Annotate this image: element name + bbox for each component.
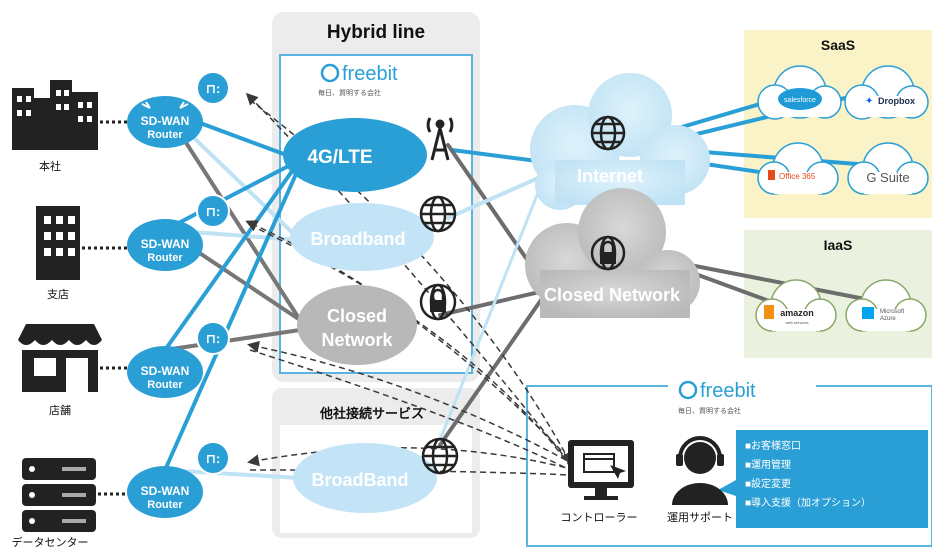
site-store: 店舗: [18, 324, 128, 417]
other-title: 他社接続サービス: [319, 406, 424, 421]
site-label: 支店: [47, 287, 69, 301]
router-branch: SD-WAN Router ⊓:: [127, 194, 230, 271]
globe-icon: [421, 437, 459, 475]
site-hq: 本社: [12, 80, 128, 173]
svg-text:web services: web services: [785, 320, 808, 325]
hybrid-title: Hybrid line: [327, 22, 425, 43]
store-icon: [18, 324, 102, 392]
controller-label: コントローラー: [561, 512, 638, 524]
site-datacenter: データセンター: [12, 458, 128, 549]
site-branch: 支店: [36, 206, 128, 301]
svg-text:毎日、質明する会社: 毎日、質明する会社: [678, 406, 741, 415]
svg-text:SD-WAN: SD-WAN: [141, 364, 190, 378]
svg-text:Microsoft: Microsoft: [880, 309, 905, 315]
lte-label: 4G/LTE: [307, 147, 372, 168]
office365-cloud: Office 365: [757, 142, 839, 195]
svg-text:⊓:: ⊓:: [206, 451, 221, 466]
service-item: ■設定変更: [745, 477, 791, 490]
site-label: データセンター: [12, 535, 89, 549]
site-label: 本社: [39, 159, 61, 173]
svg-text:freebit: freebit: [700, 380, 756, 402]
controller-monitor-icon: [568, 440, 634, 500]
svg-text:⊓:: ⊓:: [206, 204, 221, 219]
svg-text:✦: ✦: [865, 96, 873, 107]
antenna-icon: [426, 117, 454, 161]
saas-title: SaaS: [821, 37, 855, 53]
svg-text:Router: Router: [147, 252, 183, 264]
router-hq: SD-WAN Router ⊓:: [127, 71, 230, 148]
other-broadband-bubble: [293, 443, 437, 513]
closed-network-label: Closed Network: [544, 285, 681, 305]
broadband-bubble: [290, 203, 434, 271]
globe-lock-icon: [419, 283, 457, 321]
svg-text:Router: Router: [147, 379, 183, 391]
lte-bubble: [283, 118, 427, 192]
svg-text:Router: Router: [147, 129, 183, 141]
service-item: ■お客様窓口: [745, 439, 801, 452]
internet-label: Internet: [577, 166, 643, 186]
svg-text:SD-WAN: SD-WAN: [141, 237, 190, 251]
closed-label-1: Closed: [327, 306, 387, 326]
svg-text:Dropbox: Dropbox: [878, 96, 915, 106]
operations-label: 運用サポート: [667, 511, 733, 524]
svg-text:毎日、質明する会社: 毎日、質明する会社: [318, 88, 381, 97]
freebit-logo-support: freebit 毎日、質明する会社: [668, 372, 816, 415]
iaas-title: IaaS: [824, 237, 853, 253]
service-item: ■運用管理: [745, 458, 791, 471]
svg-text:salesforce: salesforce: [784, 97, 816, 104]
svg-text:Office 365: Office 365: [779, 172, 816, 181]
router-store: SD-WAN Router ⊓:: [127, 321, 230, 398]
svg-text:amazon: amazon: [780, 308, 814, 318]
gsuite-cloud: G Suite: [847, 142, 929, 195]
closed-network-cloud: Closed Network: [525, 188, 700, 318]
globe-icon: [419, 195, 457, 233]
office-building-icon: [12, 80, 98, 150]
closed-bubble: [297, 285, 417, 365]
site-label: 店舗: [49, 403, 71, 417]
svg-text:SD-WAN: SD-WAN: [141, 114, 190, 128]
internet-cloud: Internet: [530, 73, 710, 210]
svg-text:⊓:: ⊓:: [206, 81, 221, 96]
router-datacenter: SD-WAN Router ⊓:: [127, 441, 230, 518]
server-rack-icon: [22, 458, 96, 532]
svg-text:SD-WAN: SD-WAN: [141, 484, 190, 498]
svg-text:⊓:: ⊓:: [206, 331, 221, 346]
svg-text:G Suite: G Suite: [866, 170, 909, 185]
support-services-list: ■お客様窓口 ■運用管理 ■設定変更 ■導入支援（加オプション）: [745, 439, 871, 509]
branch-building-icon: [36, 206, 80, 280]
dropbox-cloud: ✦ Dropbox: [844, 65, 929, 120]
other-broadband-label: BroadBand: [311, 470, 408, 490]
svg-text:Router: Router: [147, 499, 183, 511]
broadband-label: Broadband: [310, 229, 405, 249]
azure-cloud: Microsoft Azure: [845, 279, 927, 332]
svg-text:freebit: freebit: [342, 63, 398, 85]
svg-text:Azure: Azure: [880, 316, 896, 322]
cloud-links: [438, 143, 550, 447]
salesforce-cloud: salesforce: [757, 65, 842, 120]
operator-headset-icon: [672, 436, 728, 505]
aws-cloud: amazon web services: [755, 279, 837, 332]
support-services-box: [736, 430, 928, 528]
closed-label-2: Network: [321, 330, 393, 350]
service-item: ■導入支援（加オプション）: [745, 496, 871, 509]
freebit-logo-hybrid: freebit 毎日、質明する会社: [318, 63, 398, 97]
